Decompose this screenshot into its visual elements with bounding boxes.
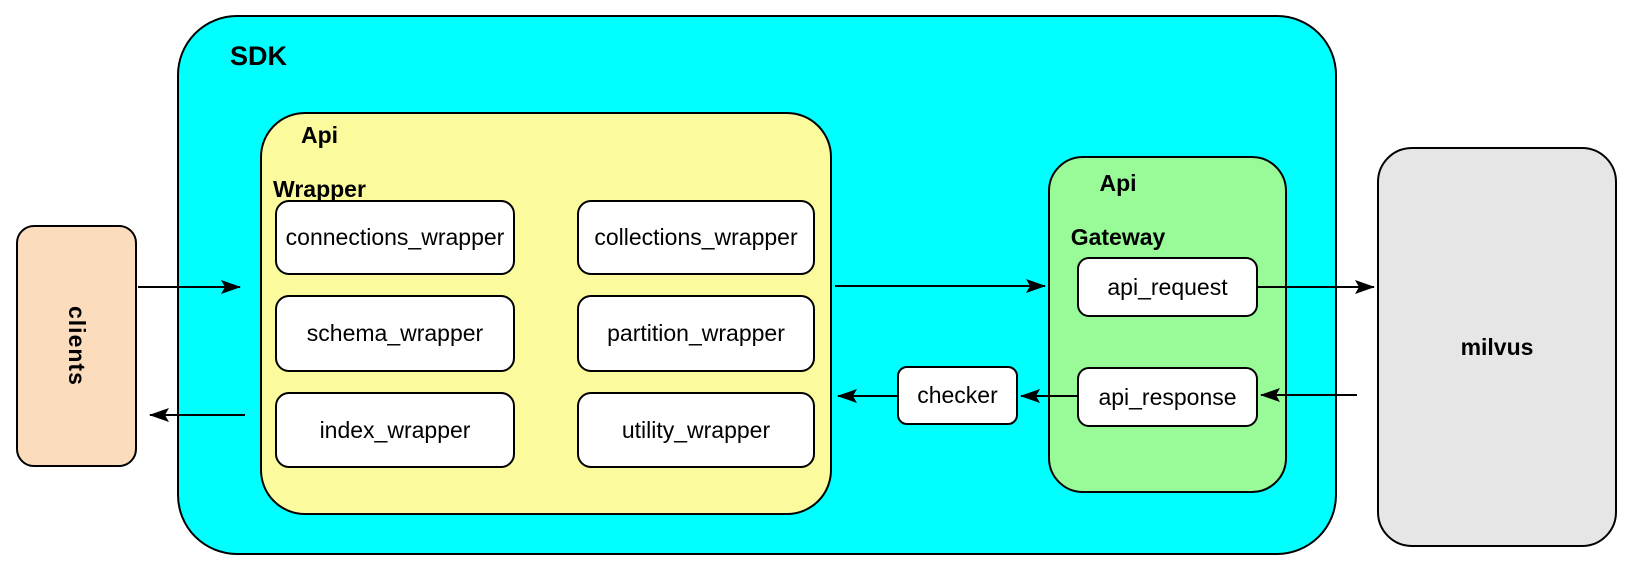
checker-box: checker [897, 366, 1018, 425]
api-gateway-label-line1: Api [1099, 170, 1137, 196]
milvus-node: milvus [1377, 147, 1617, 547]
wrapper-box-partition: partition_wrapper [577, 295, 815, 372]
api-gateway-container: Api Gateway [1048, 156, 1287, 493]
api-gateway-label-line2: Gateway [1070, 224, 1166, 250]
api-wrapper-label-line1: Api [300, 122, 339, 148]
api-wrapper-label-line2: Wrapper [273, 176, 366, 202]
wrapper-box-utility: utility_wrapper [577, 392, 815, 468]
wrapper-box-connections: connections_wrapper [275, 200, 515, 275]
clients-node: clients [16, 225, 137, 467]
wrapper-box-index: index_wrapper [275, 392, 515, 468]
api-wrapper-label: Api Wrapper [262, 122, 377, 203]
wrapper-box-collections: collections_wrapper [577, 200, 815, 275]
wrapper-box-schema: schema_wrapper [275, 295, 515, 372]
api-request-box: api_request [1077, 257, 1258, 317]
api-response-box: api_response [1077, 367, 1258, 427]
sdk-label: SDK [230, 41, 288, 71]
clients-label: clients [64, 306, 90, 386]
api-gateway-label: Api Gateway [1058, 170, 1178, 251]
